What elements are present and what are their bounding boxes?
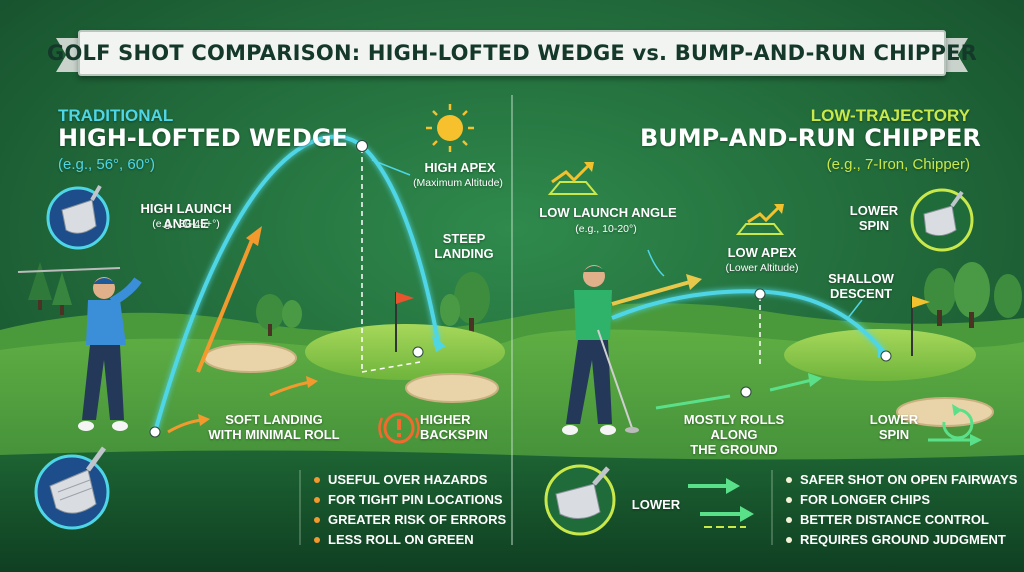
list-item: LESS ROLL ON GREEN — [312, 532, 506, 552]
list-item: FOR LONGER CHIPS — [784, 492, 1017, 512]
right-kicker: LOW-TRAJECTORY — [810, 106, 970, 125]
list-item: BETTER DISTANCE CONTROL — [784, 512, 1017, 532]
left-bullet-list: USEFUL OVER HAZARDS FOR TIGHT PIN LOCATI… — [312, 472, 506, 552]
high-launch-label: HIGH LAUNCH ANGLE — [140, 201, 232, 231]
iron-head-icon — [910, 188, 974, 252]
low-launch-detail: (e.g., 10-20°) — [575, 223, 637, 235]
right-golfer — [562, 265, 639, 435]
list-item: SAFER SHOT ON OPEN FAIRWAYS — [784, 472, 1017, 492]
left-kicker: TRADITIONAL — [58, 106, 174, 125]
high-apex-label: HIGH APEX — [424, 160, 496, 175]
title-banner: GOLF SHOT COMPARISON: HIGH-LOFTED WEDGE … — [47, 30, 977, 76]
warning-icon — [378, 412, 420, 444]
low-apex-detail: (Lower Altitude) — [725, 262, 799, 274]
right-trajectory — [611, 249, 892, 410]
right-subheading: (e.g., 7-Iron, Chipper) — [826, 156, 970, 173]
low-apex-icon — [735, 204, 785, 235]
high-launch-detail: (e.g., 30-45+°) — [152, 218, 220, 230]
list-item: FOR TIGHT PIN LOCATIONS — [312, 492, 506, 512]
list-item: GREATER RISK OF ERRORS — [312, 512, 506, 532]
trees-left — [28, 262, 490, 336]
list-item: USEFUL OVER HAZARDS — [312, 472, 506, 492]
wedge-head-icon — [46, 185, 110, 250]
list-item: REQUIRES GROUND JUDGMENT — [784, 532, 1017, 552]
left-heading: HIGH-LOFTED WEDGE — [58, 124, 348, 152]
low-launch-label: LOW LAUNCH ANGLE — [539, 205, 677, 220]
left-subheading: (e.g., 56°, 60°) — [58, 156, 156, 173]
wedge-face-icon — [34, 446, 110, 530]
low-apex-label: LOW APEX — [727, 245, 797, 260]
high-apex-detail: (Maximum Altitude) — [413, 177, 503, 189]
left-trajectory — [149, 134, 446, 438]
spin-icon — [928, 404, 982, 446]
right-heading: BUMP-AND-RUN CHIPPER — [640, 124, 981, 152]
trees-right — [924, 262, 1022, 328]
right-bullet-list: SAFER SHOT ON OPEN FAIRWAYS FOR LONGER C… — [784, 472, 1017, 552]
lower-arrows-icon — [688, 478, 754, 528]
sun-icon — [426, 104, 474, 152]
left-golfer — [17, 267, 142, 431]
lower-label: LOWER — [631, 497, 681, 512]
iron-face-icon — [544, 464, 616, 536]
page-title: GOLF SHOT COMPARISON: HIGH-LOFTED WEDGE … — [47, 41, 977, 65]
low-angle-icon — [547, 162, 599, 195]
